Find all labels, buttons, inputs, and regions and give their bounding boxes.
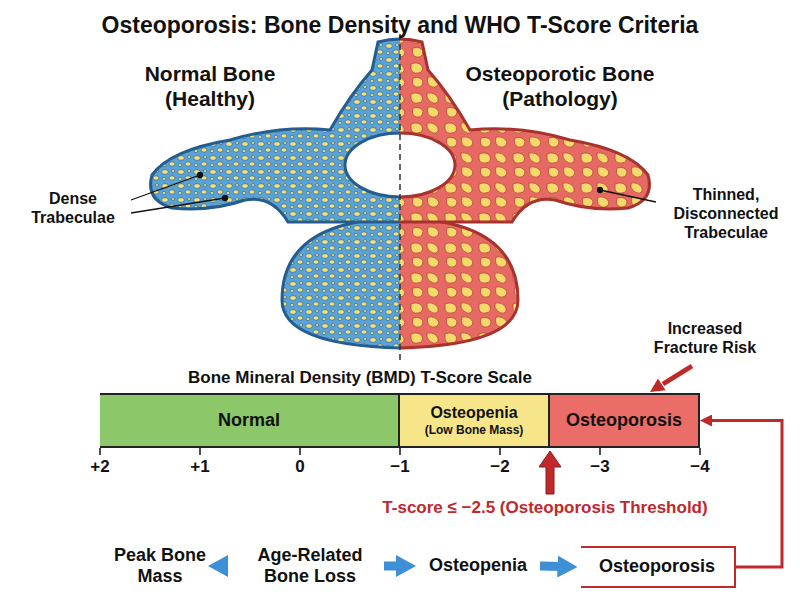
callout-label: Thinned, Disconnected Trabeculae xyxy=(660,186,792,243)
tick-label: −2 xyxy=(480,457,520,477)
scale-segment: Normal xyxy=(100,393,400,448)
threshold-arrow xyxy=(539,451,561,494)
title: Osteoporosis: Bone Density and WHO T-Sco… xyxy=(0,12,800,39)
callout-label: Increased Fracture Risk xyxy=(650,320,760,358)
stage-label: Peak Bone Mass xyxy=(95,545,225,587)
node-text: (Low Bone Mass) xyxy=(425,423,524,437)
scale-segment: Osteoporosis xyxy=(550,393,700,448)
tick-label: −1 xyxy=(380,457,420,477)
panel-heading: Normal Bone (Healthy) xyxy=(125,62,295,112)
node-text: Normal xyxy=(218,410,280,431)
node-text: Osteoporosis xyxy=(599,556,715,577)
node-text: Osteoporosis xyxy=(566,410,682,431)
osteoporotic-bone xyxy=(400,39,649,348)
tick-label: 0 xyxy=(280,457,320,477)
scale-ticks xyxy=(100,448,700,455)
node-text: Peak Bone Mass xyxy=(95,545,225,587)
leader-lines xyxy=(131,173,656,214)
stage-box: Osteoporosis xyxy=(581,546,736,587)
stage-label: Age-Related Bone Loss xyxy=(239,545,381,587)
node-text: Age-Related Bone Loss xyxy=(239,545,381,587)
tick-label: −3 xyxy=(580,457,620,477)
scale-title: Bone Mineral Density (BMD) T-Score Scale xyxy=(150,368,570,388)
tick-label: −4 xyxy=(680,457,720,477)
stage-label: Osteopenia xyxy=(419,555,537,576)
scale-segment: Osteopenia(Low Bone Mass) xyxy=(400,393,550,448)
tick-label: +2 xyxy=(80,457,120,477)
flow-arrow xyxy=(222,562,228,571)
normal-bone xyxy=(151,39,400,348)
flow-arrow xyxy=(540,561,564,571)
flow-arrow xyxy=(708,421,782,567)
flow-arrow xyxy=(384,561,402,570)
node-text: Osteopenia xyxy=(429,555,527,576)
threshold-note: T-score ≤ −2.5 (Osteoporosis Threshold) xyxy=(350,498,740,518)
fracture-risk-arrow xyxy=(650,366,692,392)
panel-heading: Osteoporotic Bone (Pathology) xyxy=(460,62,660,112)
callout-label: Dense Trabeculae xyxy=(18,190,128,228)
divider-line xyxy=(399,34,401,360)
tick-label: +1 xyxy=(180,457,220,477)
node-text: Osteopenia xyxy=(430,404,517,423)
